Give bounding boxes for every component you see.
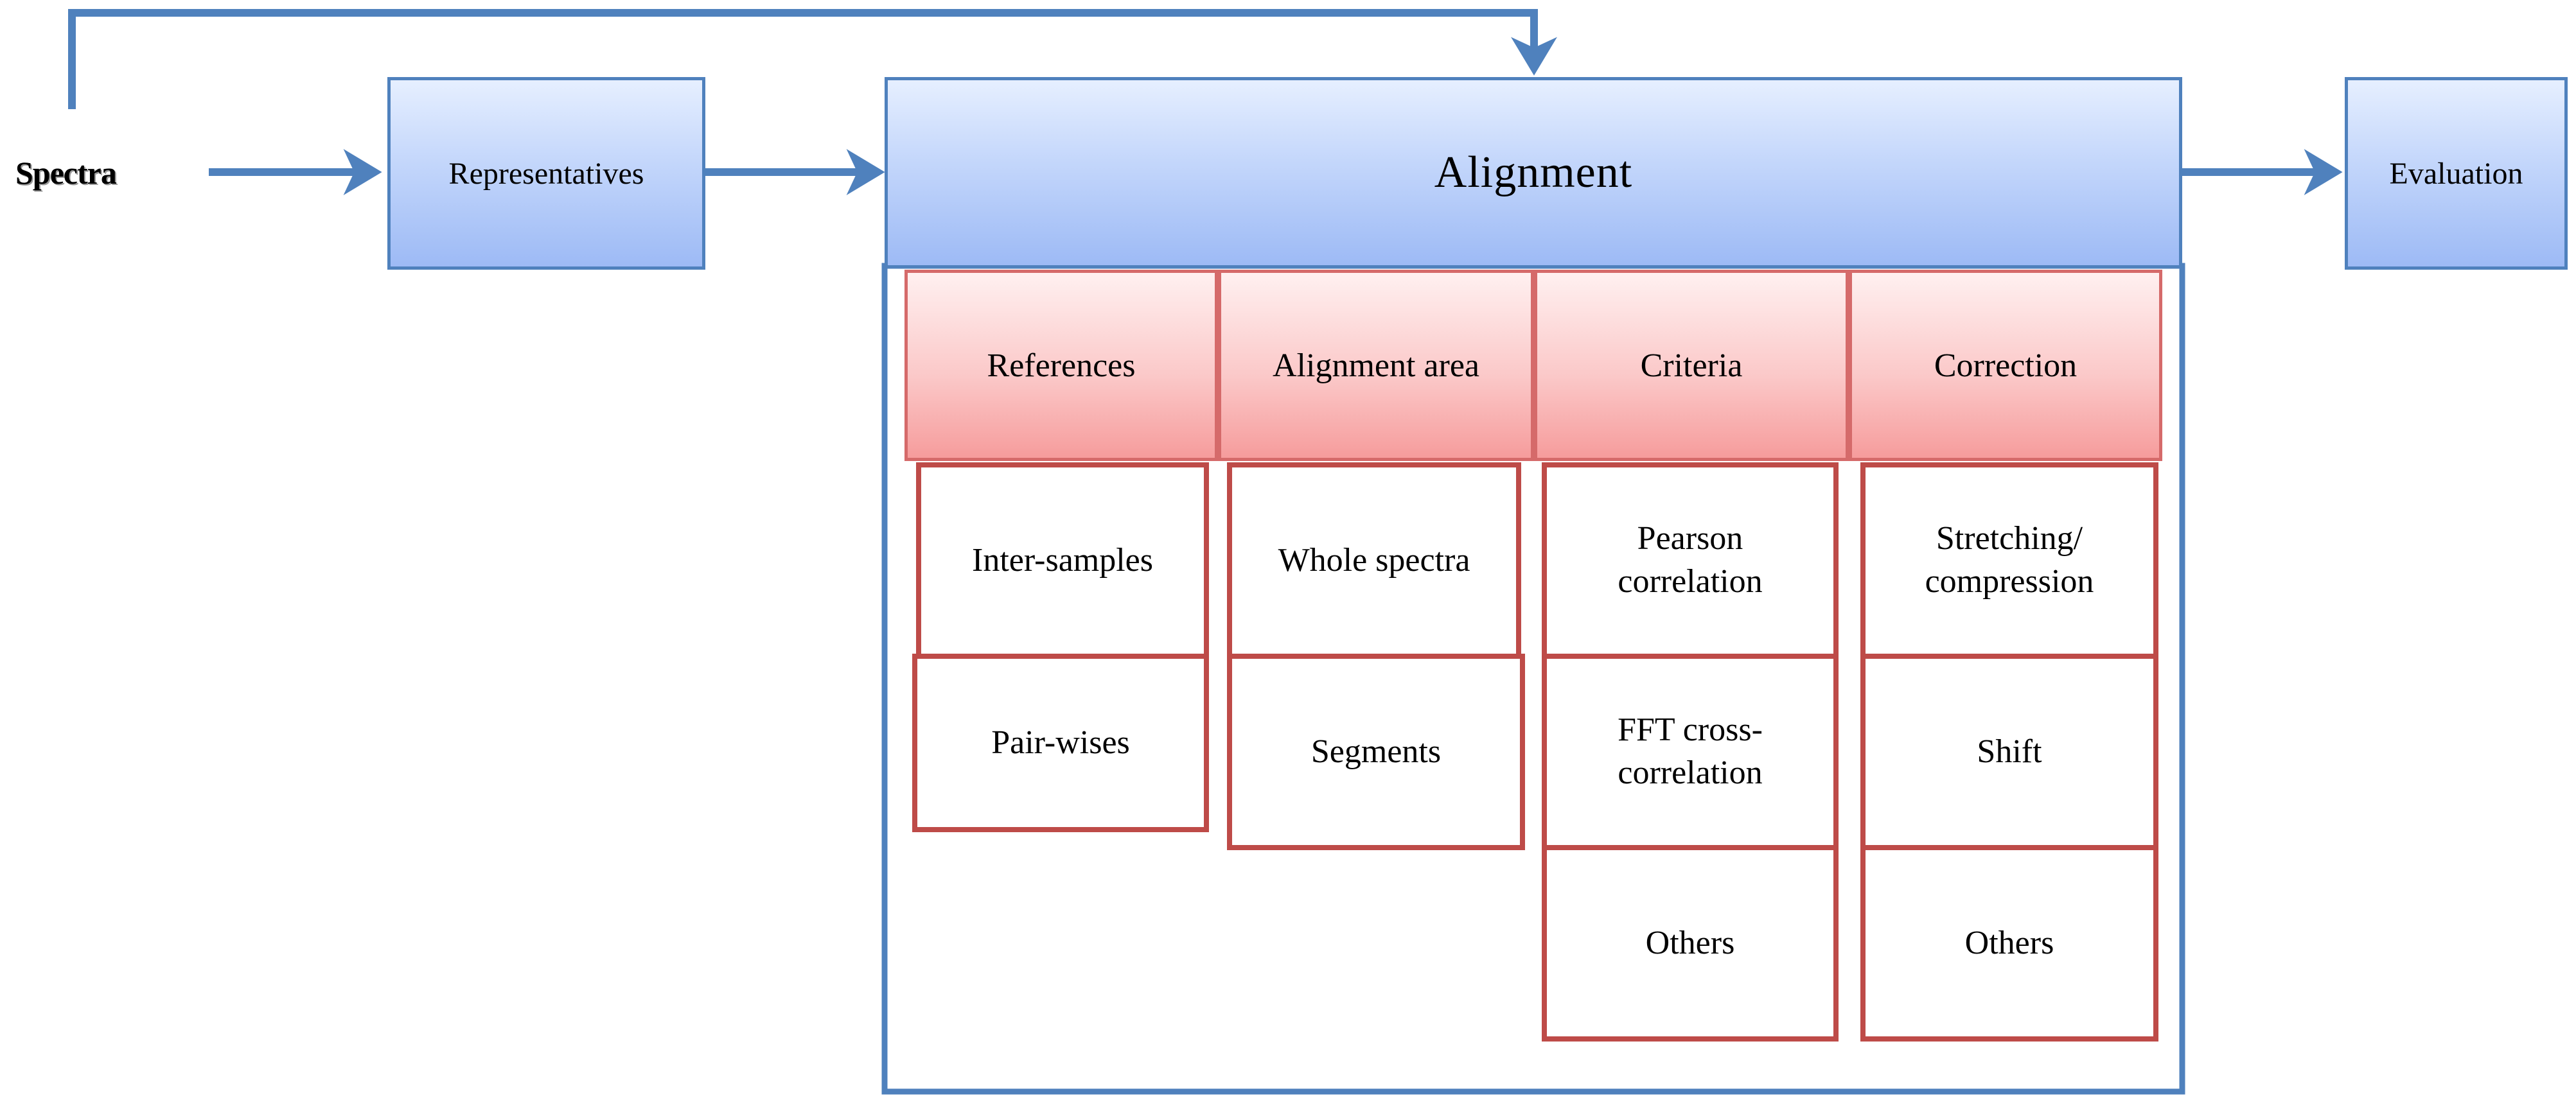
option-shift: Shift bbox=[1860, 654, 2158, 850]
representatives-box: Representatives bbox=[387, 77, 705, 270]
option-label: Others bbox=[1645, 924, 1735, 961]
option-inter-samples: Inter-samples bbox=[916, 462, 1209, 659]
option-pearson-correlation: Pearson correlation bbox=[1542, 462, 1839, 659]
evaluation-label: Evaluation bbox=[2389, 156, 2523, 191]
representatives-label: Representatives bbox=[448, 156, 644, 191]
category-label: References bbox=[987, 347, 1136, 384]
alignment-label: Alignment bbox=[1434, 148, 1633, 197]
option-segments: Segments bbox=[1227, 654, 1525, 850]
bypass-arrow bbox=[68, 9, 1557, 109]
option-label: Shift bbox=[1977, 733, 2042, 770]
option-label: Stretching/ compression bbox=[1925, 520, 2094, 600]
category-label: Criteria bbox=[1640, 347, 1743, 384]
category-criteria: Criteria bbox=[1534, 270, 1849, 461]
option-label: Others bbox=[1964, 924, 2054, 961]
option-whole-spectra: Whole spectra bbox=[1227, 462, 1521, 659]
alignment-box: Alignment bbox=[885, 77, 2182, 268]
option-criteria-others: Others bbox=[1542, 845, 1839, 1042]
option-label: Pearson correlation bbox=[1618, 520, 1763, 600]
option-label: Whole spectra bbox=[1278, 541, 1470, 579]
option-pair-wises: Pair-wises bbox=[912, 654, 1209, 832]
evaluation-box: Evaluation bbox=[2345, 77, 2568, 270]
option-label: Segments bbox=[1310, 733, 1442, 770]
option-stretching-compression: Stretching/ compression bbox=[1860, 462, 2158, 659]
spectra-label: Spectra bbox=[15, 155, 117, 191]
option-label: FFT cross-correlation bbox=[1618, 711, 1763, 791]
category-alignment-area: Alignment area bbox=[1218, 270, 1534, 461]
option-label: Inter-samples bbox=[972, 541, 1153, 579]
category-references: References bbox=[904, 270, 1218, 461]
option-fft-cross-correlation: FFT cross-correlation bbox=[1542, 654, 1839, 850]
category-label: Correction bbox=[1934, 347, 2078, 384]
option-correction-others: Others bbox=[1860, 845, 2158, 1042]
option-label: Pair-wises bbox=[991, 724, 1130, 761]
category-correction: Correction bbox=[1849, 270, 2162, 461]
category-label: Alignment area bbox=[1273, 347, 1479, 384]
